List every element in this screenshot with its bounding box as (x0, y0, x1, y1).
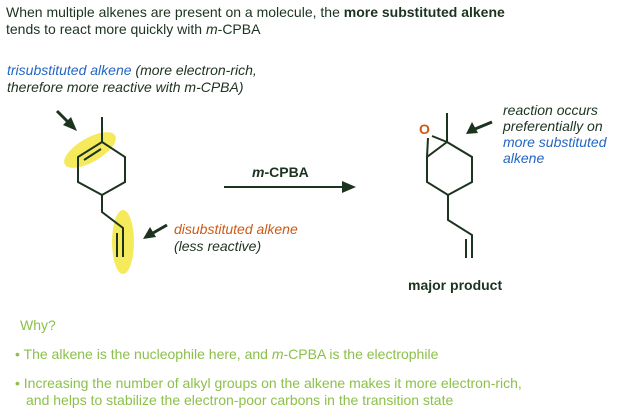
bullet1-m: m (271, 346, 284, 362)
note-line1: reaction occurs (503, 102, 598, 118)
why-bullet-2: • Increasing the number of alkyl groups … (15, 375, 522, 409)
pointer-arrow-disubstituted (143, 223, 168, 239)
pointer-arrow-product (466, 120, 493, 134)
product-note: reaction occurs preferentially on more s… (503, 102, 607, 166)
intro-text: When multiple alkenes are present on a m… (6, 4, 505, 38)
product-structure (426, 113, 473, 258)
major-product-label: major product (408, 277, 503, 293)
intro-emphasis: more substituted alkene (343, 4, 505, 20)
trisubstituted-term: trisubstituted alkene (7, 62, 132, 78)
di-note: (less reactive) (174, 238, 262, 254)
bullet1-b: -CPBA is the electrophile (283, 346, 439, 362)
tri-note1: (more electron-rich, (131, 62, 257, 78)
intro-m: m (205, 21, 218, 37)
bullet-dot: • (15, 346, 20, 362)
note-line3: more substituted (503, 134, 607, 150)
intro-line1: When multiple alkenes are present on a m… (6, 4, 344, 20)
intro-line2: tends to react more quickly with (6, 21, 206, 37)
disubstituted-label: disubstituted alkene (less reactive) (174, 221, 298, 255)
reagent-m: m (252, 164, 265, 180)
bullet1-a: The alkene is the nucleophile here, and (23, 346, 272, 362)
intro-cpba: -CPBA (217, 21, 261, 37)
bullet-dot: • (15, 375, 20, 391)
why-bullet-1: • The alkene is the nucleophile here, an… (15, 346, 438, 363)
note-line2: preferentially on (503, 118, 603, 134)
epoxide-oxygen: O (419, 121, 430, 137)
pointer-arrow-trisubstituted (55, 109, 77, 131)
reaction-arrow (224, 181, 356, 193)
trisubstituted-label: trisubstituted alkene (more electron-ric… (7, 62, 257, 96)
disubstituted-term: disubstituted alkene (174, 221, 298, 237)
reagent-cpba: -CPBA (264, 164, 309, 180)
why-title: Why? (20, 317, 56, 333)
tri-note2: therefore more reactive with m-CPBA) (7, 79, 244, 95)
bullet2-line1: Increasing the number of alkyl groups on… (23, 375, 522, 391)
starting-material-structure (77, 117, 126, 257)
bullet2-line2: and helps to stabilize the electron-poor… (26, 392, 454, 408)
note-line4: alkene (503, 150, 545, 166)
reagent-label: m-CPBA (252, 164, 309, 181)
